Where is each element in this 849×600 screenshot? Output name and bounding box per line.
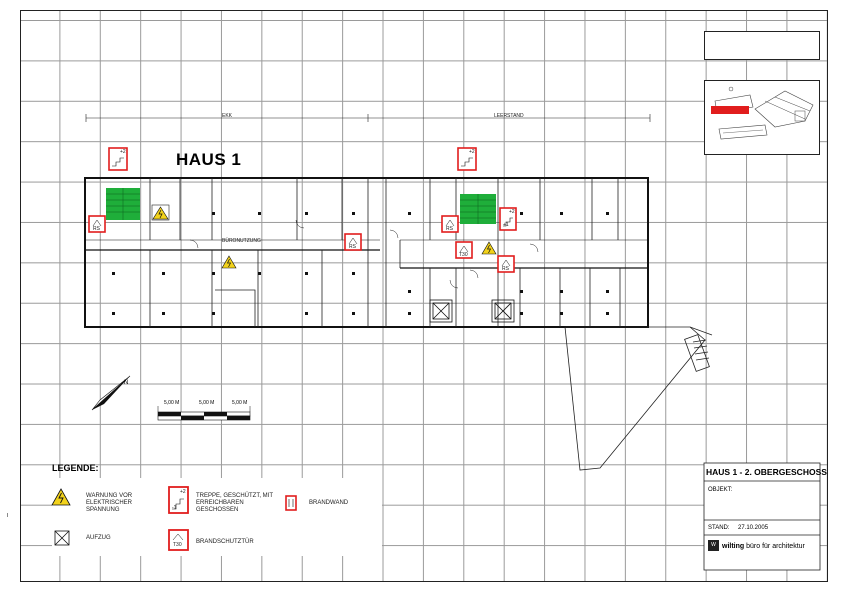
legend-stair-top: +2 <box>180 489 186 495</box>
fire-door-label: RS <box>446 226 453 232</box>
protected-stair-icon <box>499 207 517 231</box>
legend-fire-door-label: T30 <box>173 542 182 548</box>
protected-stair-icon <box>108 147 128 171</box>
stair-level-label: +2 <box>469 149 475 155</box>
sheet-title: HAUS 1 - 2. OBERGESCHOSS <box>706 467 827 477</box>
fire-door-icon <box>441 215 459 233</box>
fire-door-label: RS <box>93 226 100 232</box>
interior-walls <box>149 178 621 327</box>
sheet-frame <box>20 10 828 582</box>
stair-level-label: +2 <box>509 209 515 215</box>
legend-background <box>52 478 382 556</box>
stair-level-label: +1 <box>503 222 509 228</box>
elevator-left <box>429 299 453 323</box>
fire-door-icon <box>455 241 473 259</box>
edge-mark: I <box>7 513 9 519</box>
title-block <box>703 462 821 571</box>
header-empty-box <box>704 31 820 60</box>
fire-door-label: RS <box>502 266 509 272</box>
stair-core-left <box>106 188 140 220</box>
north-arrow-icon: N <box>91 375 131 411</box>
protected-stair-icon <box>457 147 477 171</box>
firm-name: wilting büro für architektur <box>722 543 805 550</box>
fire-door-icon <box>168 529 189 551</box>
fire-door-label: RS <box>349 244 356 250</box>
elevator-icon <box>54 530 70 546</box>
scale-bar <box>157 406 251 421</box>
zone-label-leerstand: LEERSTAND <box>494 113 524 119</box>
high-voltage-warning-icon <box>51 488 71 506</box>
objekt-label: OBJEKT: <box>708 487 733 493</box>
locator-map <box>704 80 820 155</box>
fire-door-label: T30 <box>459 252 468 258</box>
building-outline <box>84 177 649 328</box>
fire-door-icon <box>88 215 106 233</box>
elevator-right <box>491 299 515 323</box>
corridor-label: BÜRONUTZUNG <box>222 238 261 244</box>
stand-label: STAND: <box>708 525 730 531</box>
locator-map-drawing <box>711 86 814 140</box>
stair-core-right <box>460 194 496 224</box>
fire-door-icon <box>344 233 362 251</box>
fire-door-icon <box>497 255 515 273</box>
scale-label: 5,00 M <box>199 400 215 406</box>
firm-tagline: büro für architektur <box>746 543 805 550</box>
firm-logo-icon: W <box>708 540 719 551</box>
high-voltage-warning-icon <box>221 255 237 269</box>
scale-label: 5,00 M <box>232 400 248 406</box>
legend-item-text: TREPPE, GESCHÜTZT, MIT ERREICHBAREN GESC… <box>196 493 273 513</box>
legend-stair-bottom: -1 <box>172 505 177 511</box>
building-title: HAUS 1 <box>176 150 242 169</box>
legend-item-text: BRANDWAND <box>309 500 349 506</box>
legend-item-text: WARNUNG VOR ELEKTRISCHER SPANNUNG <box>86 493 133 513</box>
door-swings <box>189 219 539 289</box>
locator-highlight <box>711 106 749 114</box>
stair-level-label: +2 <box>120 149 126 155</box>
legend-item-text: AUFZUG <box>86 535 111 541</box>
zone-label-ekk: EKK <box>222 113 233 119</box>
firewall-icon <box>285 495 297 511</box>
svg-text:N: N <box>124 380 128 386</box>
firm-name-bold: wilting <box>722 543 745 550</box>
high-voltage-warning-icon <box>481 241 497 255</box>
zone-dimension-line <box>85 114 651 122</box>
stand-date: 27.10.2005 <box>738 525 769 531</box>
scale-label: 5,00 M <box>164 400 180 406</box>
protected-stair-icon <box>168 486 189 514</box>
legend-title: LEGENDE: <box>52 463 99 473</box>
annex-outline <box>564 326 713 471</box>
legend-item-text: BRANDSCHUTZTÜR <box>196 539 254 545</box>
high-voltage-warning-icon <box>151 204 170 221</box>
structural-columns <box>112 212 609 315</box>
